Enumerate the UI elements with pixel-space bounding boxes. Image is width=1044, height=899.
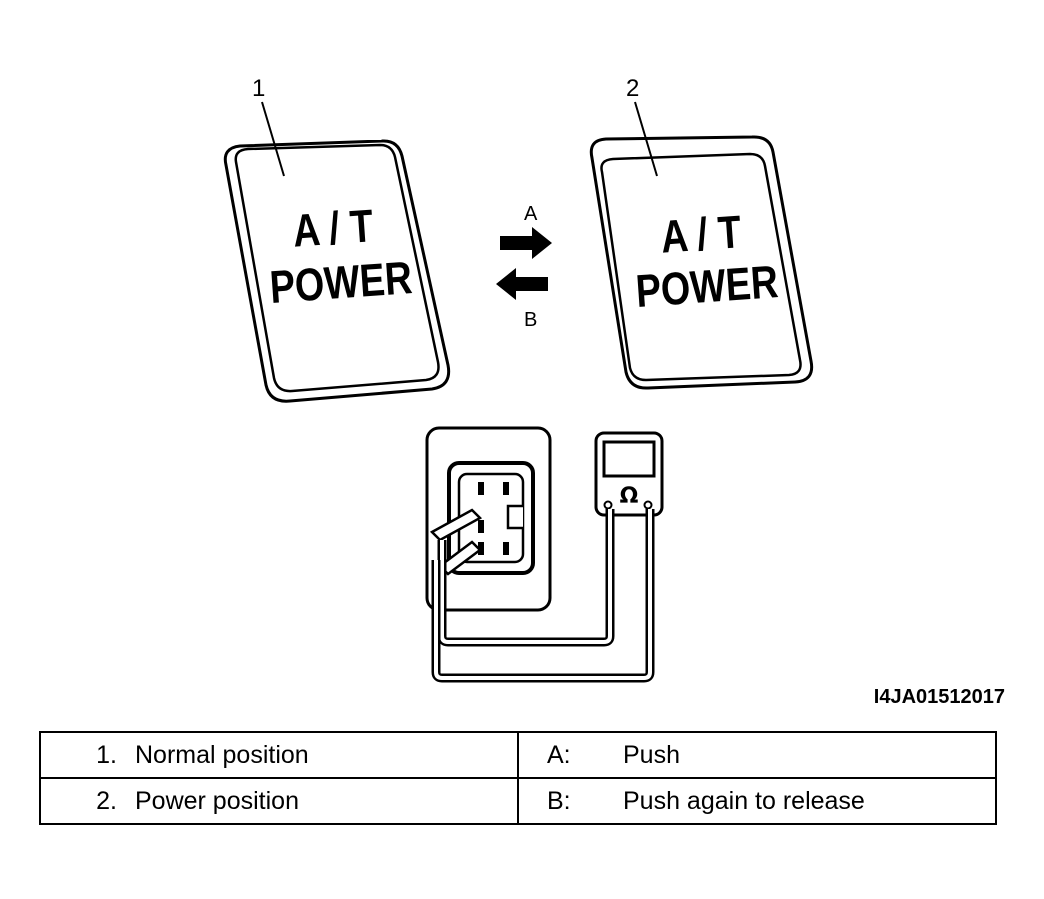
legend-key: 2. — [96, 786, 117, 815]
terminal-4 — [478, 542, 484, 555]
switch-power-text-line2: POWER — [634, 256, 780, 317]
switch-power-position: A / T POWER — [589, 135, 814, 390]
legend-table: 1. Normal position A: Push 2. Power positio… — [39, 731, 997, 825]
terminal-1 — [478, 482, 484, 495]
test-lead-outer-core — [434, 509, 652, 680]
meter-terminal-left — [603, 500, 613, 510]
legend-cell-push: A: Push — [517, 731, 997, 779]
legend-key: A: — [547, 740, 571, 769]
terminal-3 — [478, 520, 484, 533]
arrow-push-icon — [500, 227, 552, 259]
arrow-push-label: A — [524, 203, 538, 225]
ohm-symbol: Ω — [620, 484, 639, 509]
switch-normal-text-line1: A / T — [291, 200, 375, 257]
arrow-release-label: B — [524, 309, 537, 331]
switch-normal-text-line2: POWER — [268, 252, 414, 313]
callout-power: 2 — [626, 75, 639, 102]
legend-text: Push again to release — [623, 786, 865, 815]
figure-id: I4JA01512017 — [874, 686, 1005, 708]
terminal-2 — [503, 482, 509, 495]
legend-key: B: — [547, 786, 571, 815]
legend-row: 1. Normal position A: Push — [39, 731, 997, 779]
legend-cell-power: 2. Power position — [39, 777, 519, 825]
legend-row: 2. Power position B: Push again to release — [39, 777, 997, 825]
legend-key: 1. — [96, 740, 117, 769]
arrow-release-icon — [496, 268, 548, 300]
ohmmeter: Ω — [594, 431, 664, 517]
callout-normal: 1 — [252, 75, 265, 102]
legend-text: Push — [623, 740, 680, 769]
legend-cell-normal: 1. Normal position — [39, 731, 519, 779]
legend-cell-release: B: Push again to release — [517, 777, 997, 825]
switch-connector — [425, 426, 552, 612]
legend-text: Normal position — [135, 740, 309, 769]
switch-power-text-line1: A / T — [659, 206, 743, 263]
meter-terminal-right — [643, 500, 653, 510]
switch-normal-position: A / T POWER — [223, 139, 451, 403]
callout-normal-leader — [261, 101, 285, 177]
terminal-5 — [503, 542, 509, 555]
test-lead-inner-core — [440, 509, 612, 644]
callout-power-leader — [634, 101, 658, 177]
legend-text: Power position — [135, 786, 299, 815]
